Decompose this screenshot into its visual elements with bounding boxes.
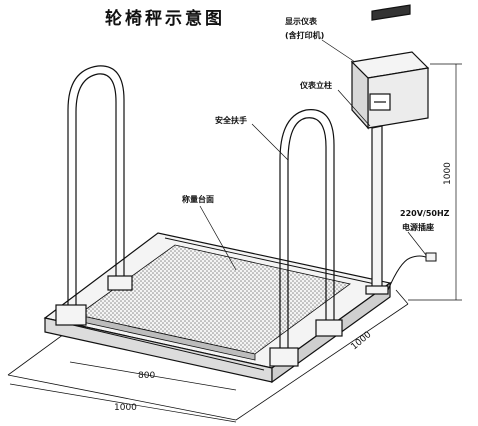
label-handrail: 安全扶手 xyxy=(215,115,247,125)
display-terminal xyxy=(350,4,430,130)
diagram-title: 轮椅秤示意图 xyxy=(105,9,225,29)
ramp-edges xyxy=(59,237,376,371)
dim-height: 1000 xyxy=(443,162,453,185)
label-platform: 称量台面 xyxy=(182,194,214,204)
label-display-sub: (含打印机) xyxy=(285,30,324,40)
dim-width: 1000 xyxy=(114,403,137,413)
left-handrail xyxy=(55,65,133,326)
width-dimension xyxy=(9,361,237,423)
right-handrail xyxy=(269,109,343,367)
power-cable xyxy=(387,255,429,291)
power-plug xyxy=(425,252,437,262)
dim-inner-width: 800 xyxy=(138,371,155,381)
weighing-deck xyxy=(77,244,351,361)
label-power-socket: 电源插座 xyxy=(402,222,434,232)
height-dimension xyxy=(408,63,462,301)
label-display: 显示仪表 xyxy=(285,16,318,26)
instrument-column xyxy=(365,125,389,295)
leader-lines xyxy=(199,39,427,271)
label-power-voltage: 220V/50HZ xyxy=(400,209,450,218)
dim-depth: 1000 xyxy=(350,330,374,353)
label-column: 仪表立柱 xyxy=(299,80,332,90)
